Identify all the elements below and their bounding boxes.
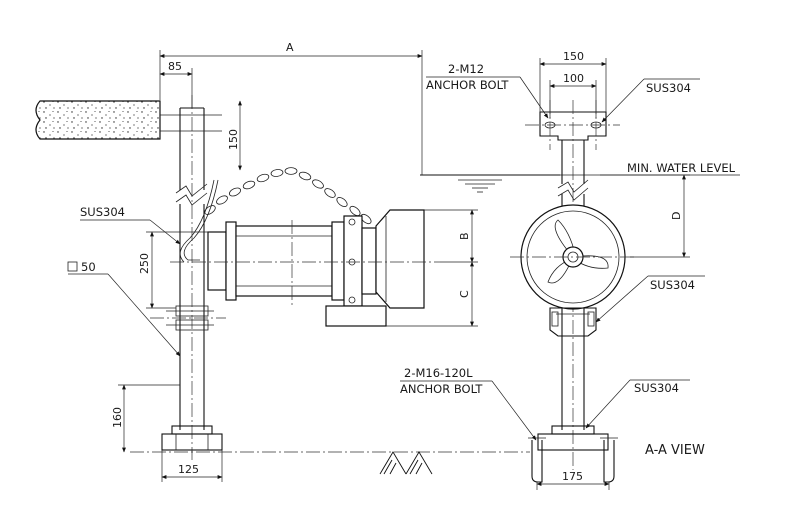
upper-bracket [160, 114, 222, 132]
dim-a-label: A [286, 41, 294, 54]
dim-175: 175 [536, 470, 610, 490]
dim-160-label: 160 [111, 407, 124, 428]
dim-b-c: B C [386, 209, 478, 327]
anchor-top-spec: 2-M12 [448, 62, 484, 76]
dim-150v-label: 150 [227, 129, 240, 150]
leader-anchor-bottom: 2-M16-120L ANCHOR BOLT [400, 366, 537, 441]
water-level-symbol [420, 174, 560, 193]
min-water-level-label: MIN. WATER LEVEL [627, 161, 736, 175]
dim-150-vertical: 150 [227, 100, 242, 171]
anchor-bottom-text: ANCHOR BOLT [400, 382, 483, 396]
view-title: A-A VIEW [645, 443, 705, 458]
anchor-bottom-spec: 2-M16-120L [404, 366, 473, 380]
dim-160: 160 [111, 384, 180, 453]
side-base [528, 425, 618, 483]
min-water-level: MIN. WATER LEVEL [560, 161, 740, 176]
front-view: A 85 150 250 160 [35, 41, 560, 482]
dim-175-label: 175 [562, 470, 583, 483]
dim-125: 125 [161, 450, 223, 482]
anchor-top-text: ANCHOR BOLT [426, 78, 509, 92]
dim-d-label: D [670, 212, 683, 220]
sus304-bottom-label: SUS304 [634, 381, 679, 395]
sus304-left-label: SUS304 [80, 205, 125, 219]
leader-anchor-top: 2-M12 ANCHOR BOLT [426, 62, 549, 119]
dim-125-label: 125 [178, 463, 199, 476]
dim-side-150-100: 150 100 [539, 50, 607, 118]
leader-sus304-top: SUS304 [601, 78, 700, 123]
dim-250-label: 250 [138, 253, 151, 274]
side-lower-clamp [549, 307, 597, 337]
sus304-mid-label: SUS304 [650, 278, 695, 292]
dim-85: 85 [159, 60, 193, 108]
square-section-icon [67, 261, 78, 272]
mid-bracket [150, 305, 226, 331]
dim-85-label: 85 [168, 60, 182, 73]
square-tube-label: 50 [81, 260, 96, 274]
dim-side-150-label: 150 [563, 50, 584, 63]
base-plate [161, 425, 223, 451]
propeller-assembly [510, 204, 636, 310]
concrete-ledge [35, 100, 161, 140]
dim-c-label: C [458, 290, 471, 298]
leader-sus304-bottom: SUS304 [585, 379, 690, 429]
dim-250: 250 [138, 231, 210, 309]
mixer-motor [170, 209, 440, 327]
guide-tube [175, 95, 208, 460]
dim-b-label: B [458, 232, 471, 240]
floor-hatch [130, 451, 530, 475]
sus304-top-label: SUS304 [646, 81, 691, 95]
side-view: 150 100 D 175 MIN. WATER LEVEL 2-M12 [400, 50, 740, 490]
leader-sus304-left: SUS304 [80, 205, 181, 245]
lifting-chain [204, 167, 372, 225]
dim-side-100-label: 100 [563, 72, 584, 85]
leader-square-tube: 50 [67, 260, 181, 357]
leader-sus304-mid: SUS304 [595, 275, 705, 323]
power-cable [183, 179, 219, 261]
